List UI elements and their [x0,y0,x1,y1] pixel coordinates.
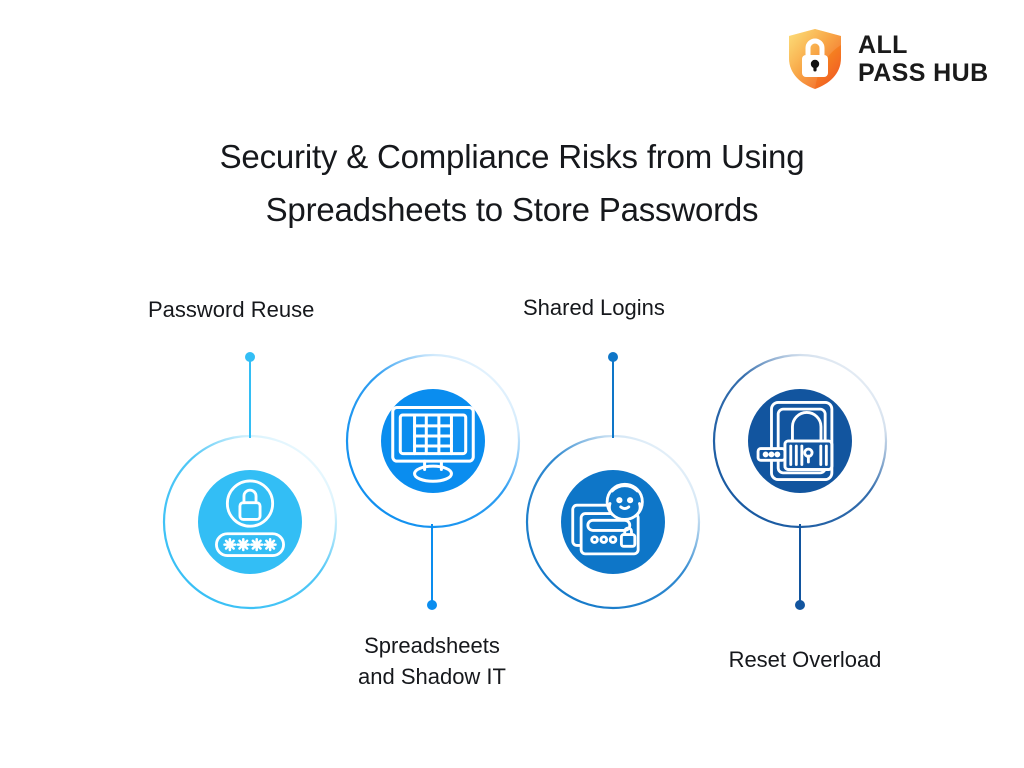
label-password-reuse: Password Reuse [148,294,314,325]
icon-disc-password-reuse [198,470,302,574]
ring-circle-icon [525,434,701,610]
connector-stem [799,524,801,606]
connector-stem [612,358,614,438]
ring-spreadsheets-shadow-it [345,353,521,529]
label-line-1: Reset Overload [728,647,882,672]
label-line-1: Password Reuse [148,297,315,322]
ring-shared-logins [525,434,701,610]
page-title: Security & Compliance Risks from Using S… [0,130,1024,237]
password-asterisks-lock-icon [215,479,285,557]
monitor-spreadsheet-icon [391,405,475,483]
connector-stem [431,524,433,606]
label-line-1: Shared Logins [523,295,665,320]
padlock-document-icon [756,400,834,482]
label-line-2: and Shadow IT [358,664,506,690]
ring-reset-overload [712,353,888,529]
label-shared-logins: Shared Logins [523,292,665,323]
page-title-line2: Spreadsheets to Store Passwords [265,191,759,229]
brand-name-line1: ALL [858,31,908,59]
connector-stem [249,358,251,438]
ring-circle-icon [345,353,521,529]
brand-name-line2: PASS HUB [858,59,989,87]
brand-logo: ALL PASS HUB [786,28,989,90]
ring-password-reuse [162,434,338,610]
connector-dot [608,352,618,362]
brand-name: ALL PASS HUB [858,31,989,87]
user-login-card-icon [571,482,644,556]
label-spreadsheets-shadow-it: Spreadsheets and Shadow IT [332,630,532,692]
ring-circle-icon [162,434,338,610]
icon-disc-spreadsheets [381,389,485,493]
connector-dot [795,600,805,610]
label-reset-overload: Reset Overload [705,644,905,675]
icon-disc-reset-overload [748,389,852,493]
icon-disc-shared-logins [561,470,665,574]
connector-dot [427,600,437,610]
shield-lock-icon [789,29,841,89]
label-line-1: Spreadsheets [364,633,500,658]
page-title-line1: Security & Compliance Risks from Using [219,138,805,175]
connector-dot [245,352,255,362]
